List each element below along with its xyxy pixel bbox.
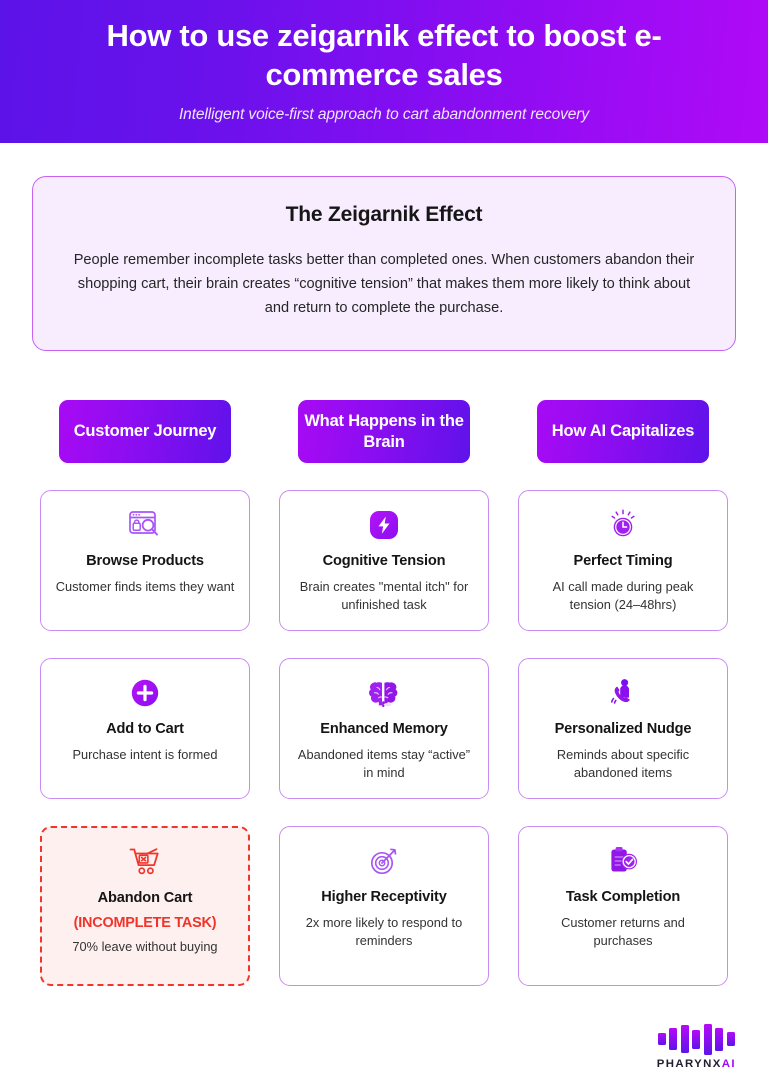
card-title: Add to Cart	[106, 721, 184, 738]
definition-body: People remember incomplete tasks better …	[73, 252, 695, 316]
card-title: Cognitive Tension	[322, 553, 446, 570]
column-header-customer-journey[interactable]: Customer Journey	[59, 400, 231, 464]
waveform-bar-3	[692, 1029, 701, 1049]
card-personalized-nudge[interactable]: Personalized Nudge Reminds about specifi…	[518, 658, 728, 800]
card-cell: Personalized Nudge Reminds about specifi…	[510, 658, 736, 800]
card-description: Customer finds items they want	[55, 579, 235, 595]
card-title: Browse Products	[86, 553, 204, 570]
card-cell: Task Completion Customer returns and pur…	[510, 826, 736, 987]
card-title: Higher Receptivity	[321, 889, 447, 906]
waveform-bar-2	[680, 1025, 689, 1053]
definition-title: The Zeigarnik Effect	[285, 203, 483, 226]
card-description: Reminds about specific abandoned items	[556, 747, 690, 781]
card-title: Abandon Cart	[97, 890, 193, 907]
column-header-cell-0: Customer Journey	[32, 400, 258, 464]
brain-icon	[366, 675, 402, 711]
column-header-cell-1: What Happens in the Brain	[271, 400, 497, 464]
abandoned-cart-x-icon	[127, 844, 163, 880]
add-to-cart-plus-icon	[129, 675, 161, 711]
definition-box: The Zeigarnik Effect People remember inc…	[32, 176, 736, 352]
waveform-bar-0	[657, 1033, 666, 1045]
card-browse-products[interactable]: Browse Products Customer finds items the…	[40, 490, 250, 632]
column-header-how-ai-capitalizes[interactable]: How AI Capitalizes	[537, 400, 709, 464]
target-dart-icon	[367, 843, 401, 879]
header-banner: How to use zeigarnik effect to boost e-c…	[0, 0, 768, 143]
card-description: 70% leave without buying	[72, 939, 218, 955]
waveform-icon	[657, 1023, 735, 1055]
card-cell: Perfect Timing AI call made during peak …	[510, 490, 736, 632]
card-title: Task Completion	[565, 889, 681, 906]
status-badge-incomplete-task: (INCOMPLETE TASK)	[73, 915, 217, 932]
column-headers: Customer Journey What Happens in the Bra…	[0, 400, 768, 464]
logo-name: PHARYNX	[656, 1058, 722, 1070]
card-cell: Enhanced Memory Abandoned items stay “ac…	[271, 658, 497, 800]
waveform-bar-6	[726, 1032, 735, 1046]
card-task-completion[interactable]: Task Completion Customer returns and pur…	[518, 826, 728, 987]
person-phone-call-icon	[606, 675, 640, 711]
card-description: Brain creates "mental itch" for unfinish…	[299, 579, 469, 613]
card-cell: Higher Receptivity 2x more likely to res…	[271, 826, 497, 987]
logo-suffix: AI	[721, 1058, 736, 1070]
definition-section: The Zeigarnik Effect People remember inc…	[0, 143, 768, 352]
card-description: Customer returns and purchases	[561, 915, 685, 949]
waveform-bar-4	[703, 1023, 712, 1055]
card-cell: Browse Products Customer finds items the…	[32, 490, 258, 632]
card-enhanced-memory[interactable]: Enhanced Memory Abandoned items stay “ac…	[279, 658, 489, 800]
card-title: Enhanced Memory	[320, 721, 448, 738]
card-perfect-timing[interactable]: Perfect Timing AI call made during peak …	[518, 490, 728, 632]
clock-sparkle-icon	[606, 507, 640, 543]
card-cell: Abandon Cart (INCOMPLETE TASK) 70% leave…	[32, 826, 258, 987]
card-abandon-cart[interactable]: Abandon Cart (INCOMPLETE TASK) 70% leave…	[40, 826, 250, 987]
card-cell: Cognitive Tension Brain creates "mental …	[271, 490, 497, 632]
waveform-bar-1	[669, 1028, 678, 1050]
browse-products-icon	[128, 507, 162, 543]
card-title: Personalized Nudge	[554, 721, 692, 738]
card-description: AI call made during peak tension (24–48h…	[552, 579, 694, 613]
card-cell: Add to Cart Purchase intent is formed	[32, 658, 258, 800]
column-header-cell-2: How AI Capitalizes	[510, 400, 736, 464]
card-description: 2x more likely to respond to reminders	[305, 915, 463, 949]
card-cognitive-tension[interactable]: Cognitive Tension Brain creates "mental …	[279, 490, 489, 632]
column-header-what-happens-in-the-brain[interactable]: What Happens in the Brain	[298, 400, 470, 464]
lightning-bolt-icon	[368, 507, 400, 543]
page-subtitle: Intelligent voice-first approach to cart…	[178, 105, 590, 123]
card-grid: Browse Products Customer finds items the…	[0, 490, 768, 987]
page-title: How to use zeigarnik effect to boost e-c…	[106, 18, 662, 92]
waveform-bar-5	[715, 1027, 724, 1051]
card-add-to-cart[interactable]: Add to Cart Purchase intent is formed	[40, 658, 250, 800]
card-higher-receptivity[interactable]: Higher Receptivity 2x more likely to res…	[279, 826, 489, 987]
card-title: Perfect Timing	[573, 553, 673, 570]
card-description: Purchase intent is formed	[72, 747, 218, 763]
clipboard-check-icon	[606, 843, 640, 879]
card-description: Abandoned items stay “active” in mind	[297, 747, 471, 781]
